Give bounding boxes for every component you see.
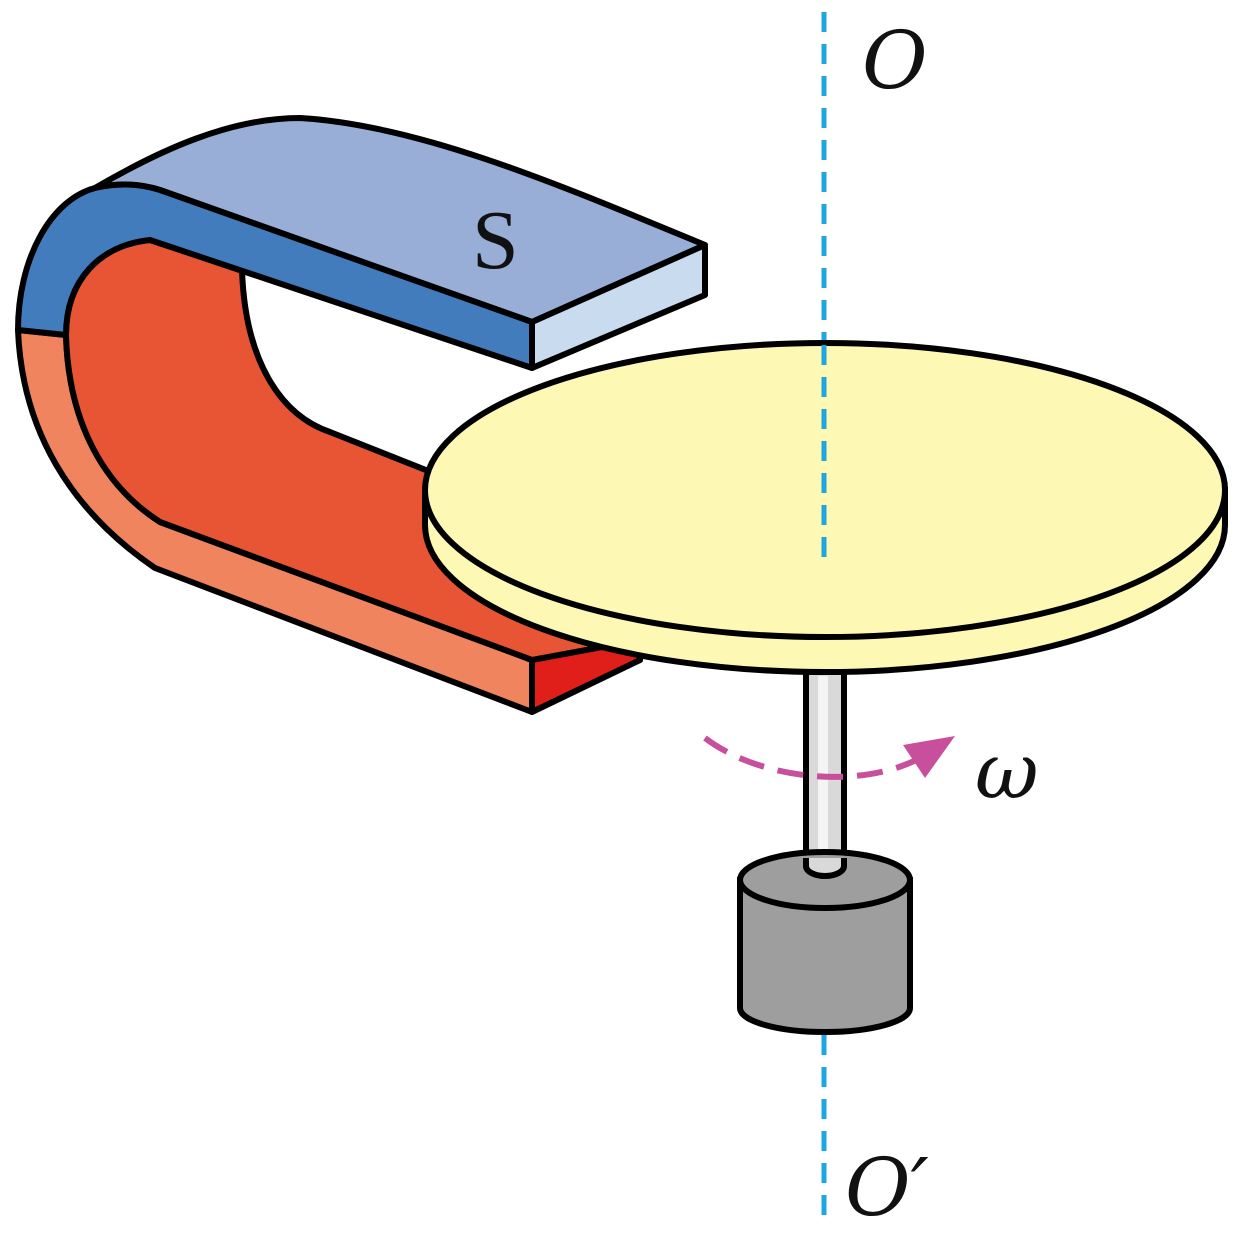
motor-body <box>737 877 913 1035</box>
motor-top <box>737 849 913 911</box>
magnet-blue-arm-side <box>15 181 535 371</box>
angular-velocity-arrow: ω <box>703 727 1039 817</box>
omega-label: ω <box>975 727 1039 817</box>
axis-label-bottom: O′ <box>845 1141 929 1234</box>
pole-label-s: S <box>472 194 519 287</box>
axis-label-top: O <box>862 14 928 107</box>
motor <box>737 849 913 1035</box>
magnet-blue-arm-end <box>529 242 708 371</box>
shaft <box>803 669 847 875</box>
arrowhead-icon <box>903 736 955 778</box>
